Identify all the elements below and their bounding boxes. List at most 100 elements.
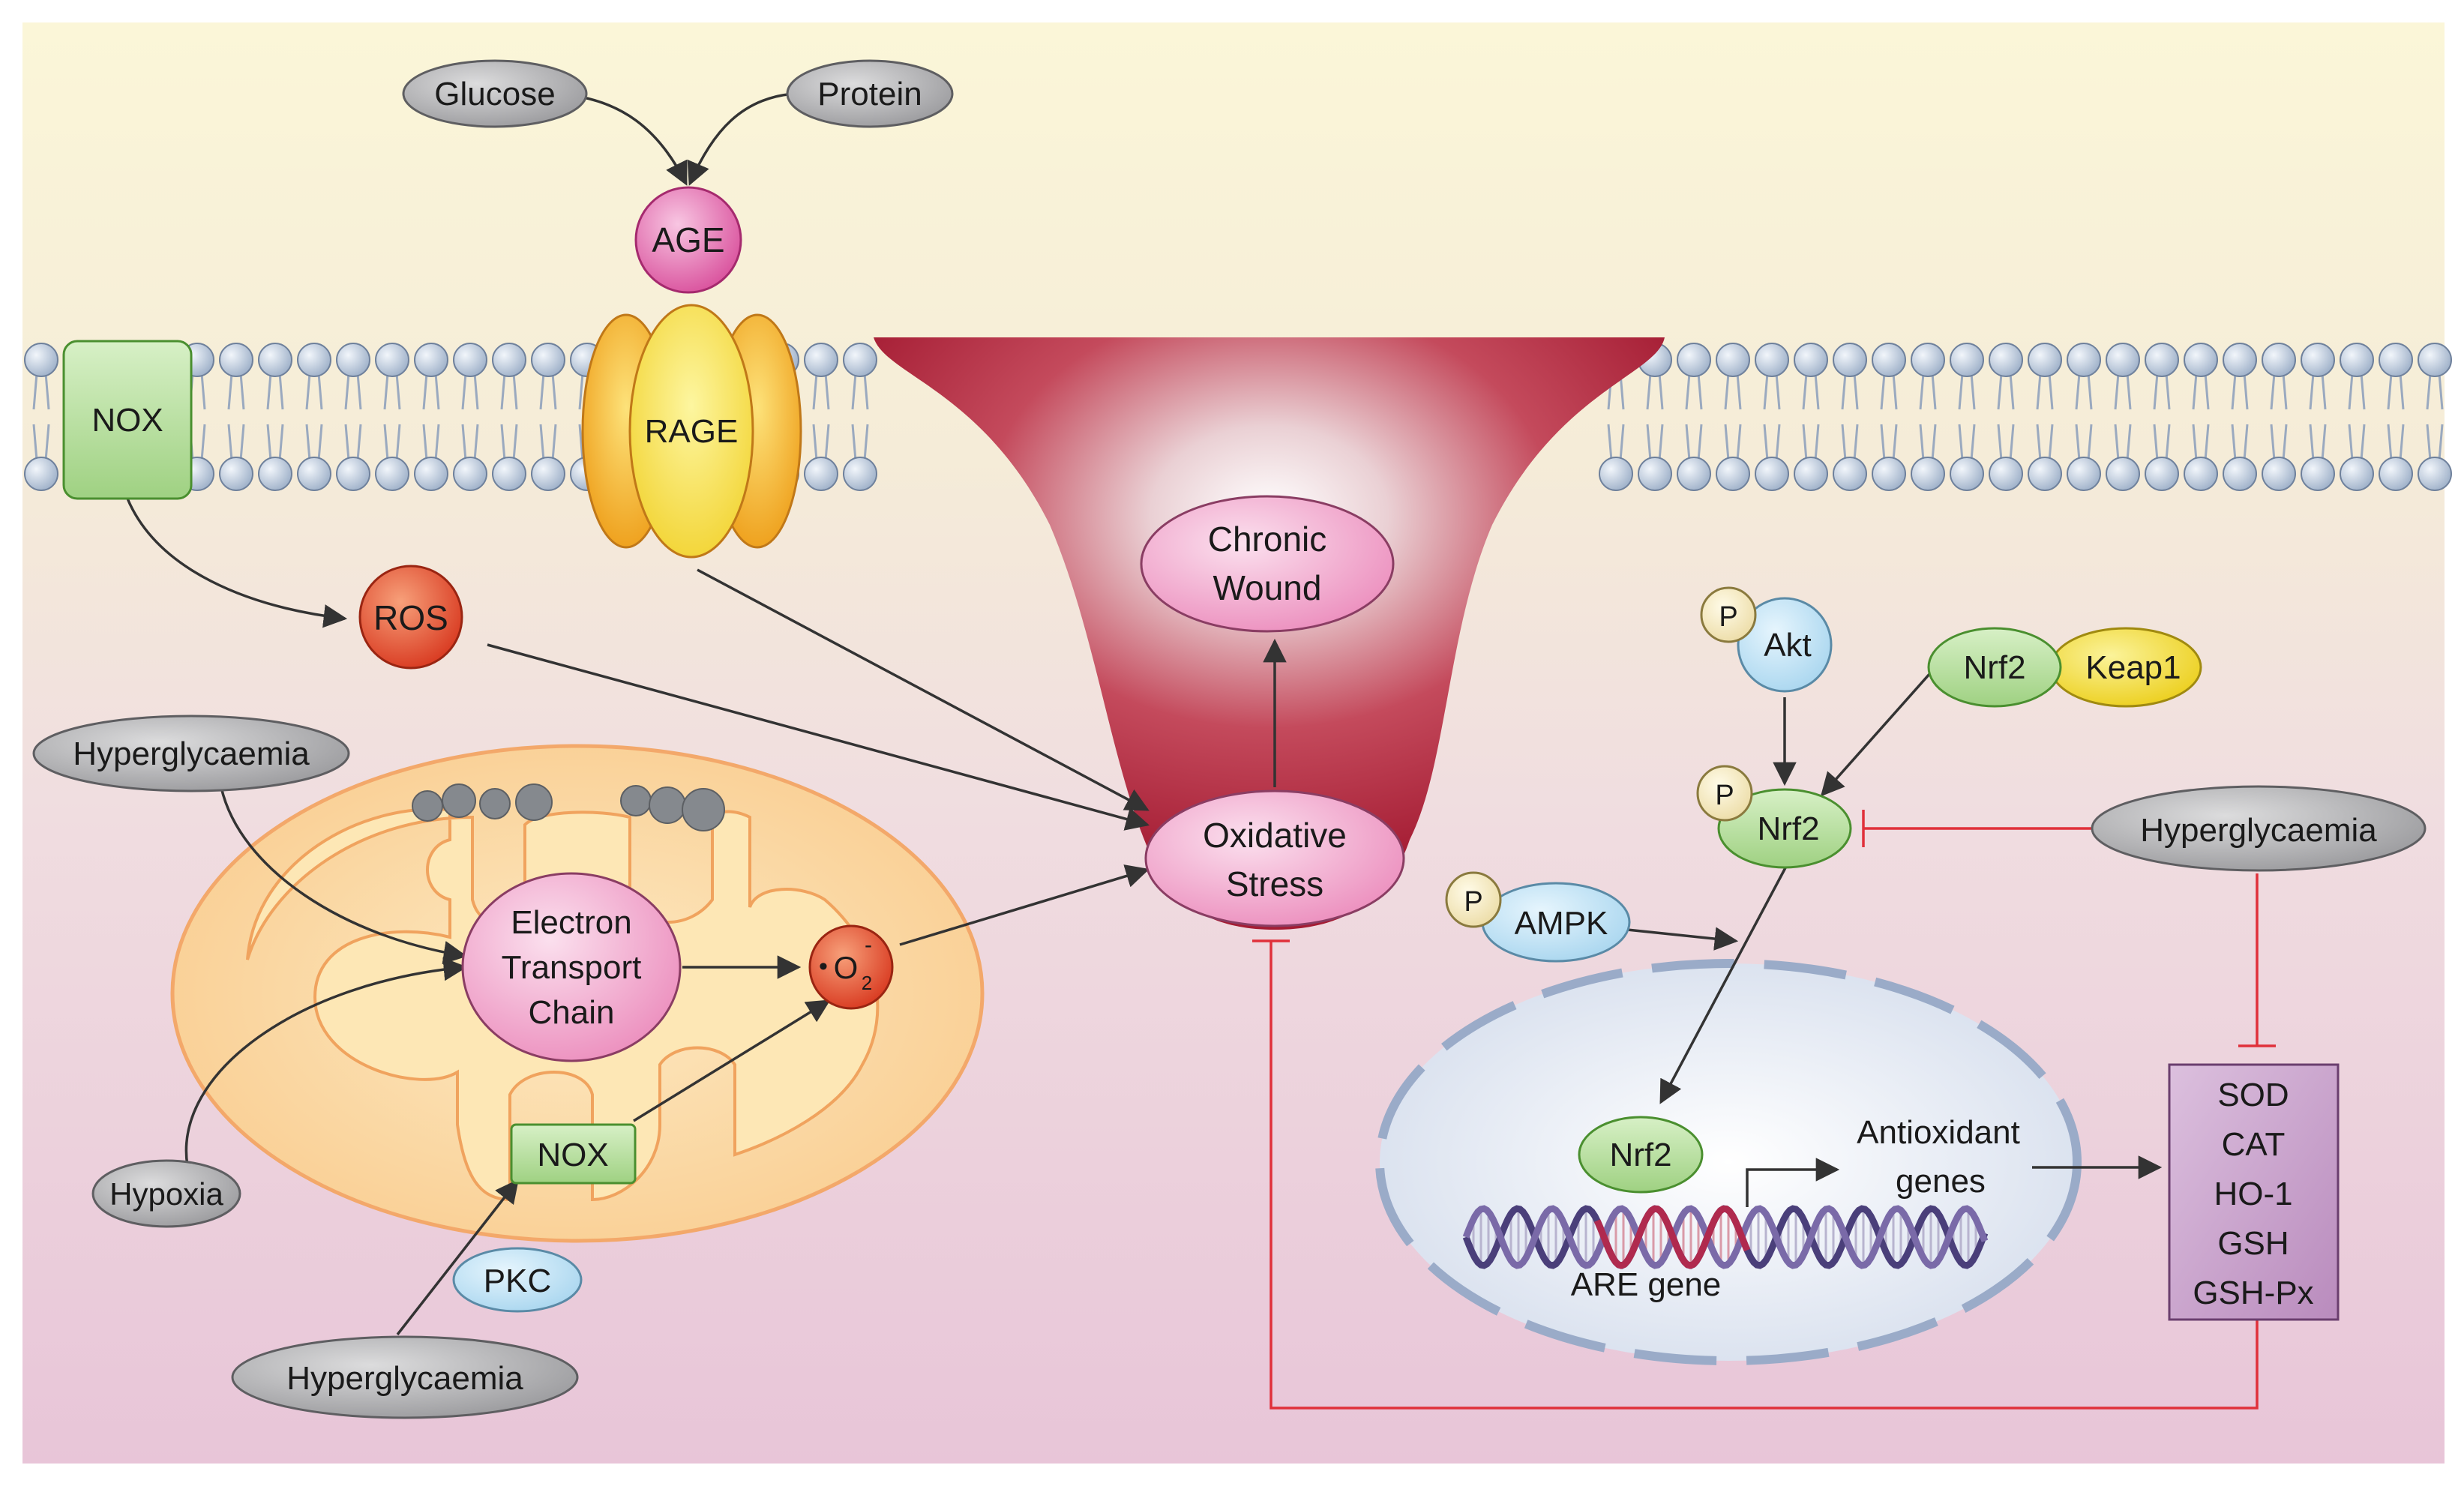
- lipid-head: [2340, 457, 2374, 491]
- age-node: AGE: [634, 186, 742, 294]
- lipid-head: [1950, 343, 1984, 377]
- lipid-head: [2418, 457, 2452, 491]
- lipid-head: [2340, 343, 2374, 377]
- nox-mito-node: NOX: [510, 1123, 637, 1185]
- enzyme-label: GSH: [2217, 1225, 2289, 1262]
- lipid-head: [1911, 343, 1945, 377]
- are-dna-helix: [1462, 1205, 1989, 1269]
- lipid-head: [2223, 343, 2257, 377]
- hyperglycaemia-left-node: Hyperglycaemia: [32, 715, 350, 792]
- nrf2-nucleus-node: Nrf2: [1578, 1116, 1704, 1194]
- lipid-tail: [305, 373, 323, 461]
- oxidative-stress-node: Oxidative Stress: [1144, 789, 1405, 927]
- superoxide-node: • O 2 -: [808, 924, 894, 1010]
- pkc-node: PKC: [452, 1247, 583, 1313]
- lipid-head: [2106, 343, 2140, 377]
- enzyme-label: CAT: [2222, 1126, 2286, 1163]
- akt-node: Akt P: [1700, 586, 1833, 693]
- lipid-head: [1833, 343, 1867, 377]
- lipid-tail: [500, 373, 518, 461]
- ampk-phospho-label: P: [1464, 886, 1482, 918]
- protein-label: Protein: [817, 76, 922, 112]
- chronic-line1: Chronic: [1208, 520, 1327, 559]
- lipid-head: [375, 457, 409, 491]
- nrf2-free-label: Nrf2: [1963, 649, 2025, 686]
- lipid-head: [414, 343, 448, 377]
- lipid-head: [843, 457, 877, 491]
- lipid-tail: [1802, 373, 1820, 461]
- lipid-head: [1599, 457, 1633, 491]
- lipid-tail: [461, 373, 479, 461]
- akt-label: Akt: [1764, 627, 1812, 664]
- lipid-head: [1716, 343, 1750, 377]
- electron-transport-chain-node: Electron Transport Chain: [461, 872, 682, 1062]
- pkc-label: PKC: [484, 1263, 551, 1299]
- lipid-tail: [1685, 373, 1703, 461]
- chronic-line2: Wound: [1213, 568, 1322, 607]
- lipid-head: [258, 457, 292, 491]
- lipid-tail: [1919, 373, 1937, 461]
- lipid-head: [2262, 457, 2296, 491]
- superoxide-subscript: 2: [862, 972, 872, 994]
- lipid-head: [24, 457, 58, 491]
- lipid-head: [2379, 457, 2413, 491]
- lipid-head: [2145, 457, 2179, 491]
- enzyme-label: GSH-Px: [2193, 1275, 2313, 1311]
- enzyme-label: SOD: [2217, 1077, 2289, 1113]
- lipid-head: [2301, 343, 2335, 377]
- dna-strand: [1462, 1205, 1989, 1269]
- lipid-head: [1755, 343, 1789, 377]
- antioxidant-line1: Antioxidant: [1857, 1114, 2020, 1151]
- superoxide-dot: •: [819, 952, 828, 981]
- oxidative-line2: Stress: [1226, 864, 1323, 903]
- lipid-tail: [1607, 373, 1625, 461]
- lipid-head: [24, 343, 58, 377]
- lipid-head: [492, 457, 526, 491]
- lipid-head: [2262, 343, 2296, 377]
- lipid-head: [531, 457, 565, 491]
- akt-phospho: [1700, 586, 1757, 643]
- rage-label: RAGE: [645, 413, 739, 450]
- nrf2-nucleus-label: Nrf2: [1609, 1137, 1671, 1173]
- lipid-head: [1872, 343, 1906, 377]
- ros-node: ROS: [358, 565, 463, 670]
- nox-membrane-label: NOX: [91, 402, 163, 439]
- lipid-head: [2184, 343, 2218, 377]
- hypoxia-label: Hypoxia: [109, 1176, 223, 1212]
- protein-node: Protein: [786, 59, 954, 128]
- lipid-tail: [2426, 373, 2444, 461]
- lipid-tail: [2114, 373, 2132, 461]
- lipid-tail: [1880, 373, 1898, 461]
- lipid-head: [258, 343, 292, 377]
- lipid-head: [1716, 457, 1750, 491]
- lipid-head: [2067, 457, 2101, 491]
- lipid-tail: [266, 373, 284, 461]
- lipid-head: [1950, 457, 1984, 491]
- lipid-tail: [227, 373, 245, 461]
- lipid-head: [219, 457, 253, 491]
- lipid-head: [336, 343, 370, 377]
- are-segment: [1593, 1205, 1751, 1269]
- lipid-tail: [2192, 373, 2210, 461]
- lipid-tail: [2231, 373, 2249, 461]
- lipid-head: [453, 343, 487, 377]
- nucleus: [1375, 959, 2082, 1365]
- ros-label: ROS: [373, 598, 448, 637]
- lipid-head: [1755, 457, 1789, 491]
- lipid-head: [1833, 457, 1867, 491]
- lipid-head: [453, 457, 487, 491]
- superoxide-label: O: [834, 950, 859, 985]
- lipid-head: [1794, 343, 1828, 377]
- ampk-phospho: [1445, 871, 1502, 928]
- arrows: [126, 92, 2163, 1336]
- lipid-tail: [2153, 373, 2171, 461]
- hyperglycaemia-right-node: Hyperglycaemia: [2091, 785, 2427, 872]
- lipid-tail: [1958, 373, 1976, 461]
- inhibition-lines: [1252, 810, 2276, 1410]
- lipid-tail: [32, 373, 50, 461]
- lipid-head: [2067, 343, 2101, 377]
- lipid-tail: [2387, 373, 2405, 461]
- lipid-head: [2028, 343, 2062, 377]
